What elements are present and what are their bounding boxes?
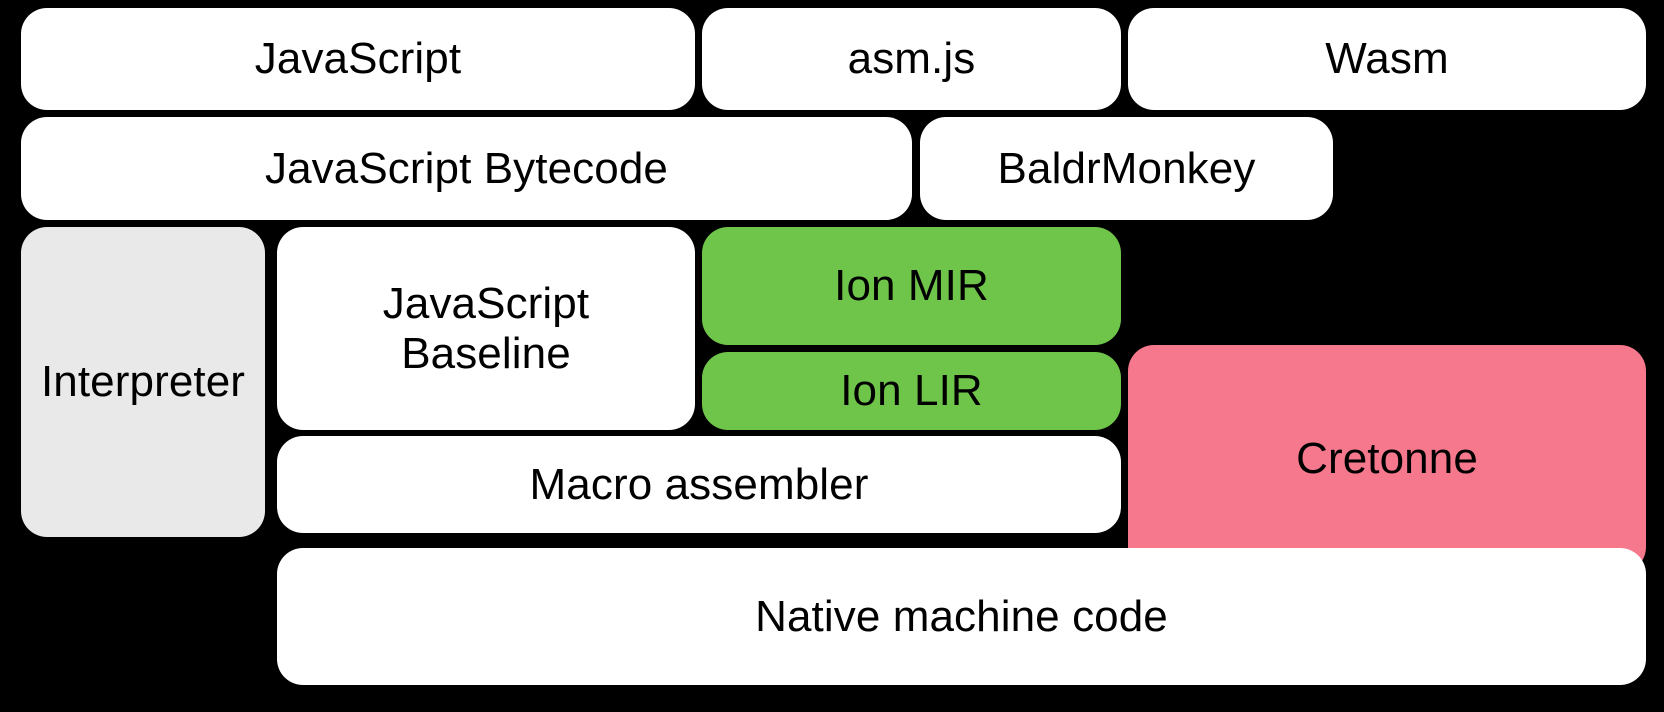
- node-asm-js: asm.js: [702, 8, 1121, 110]
- node-baldrmonkey: BaldrMonkey: [920, 117, 1333, 220]
- node-cretonne: Cretonne: [1128, 345, 1646, 573]
- node-javascript-bytecode: JavaScript Bytecode: [21, 117, 912, 220]
- node-native-machine-code: Native machine code: [277, 548, 1646, 685]
- node-javascript: JavaScript: [21, 8, 695, 110]
- node-ion-mir: Ion MIR: [702, 227, 1121, 345]
- node-wasm: Wasm: [1128, 8, 1646, 110]
- node-interpreter: Interpreter: [21, 227, 265, 537]
- node-ion-lir: Ion LIR: [702, 352, 1121, 430]
- node-macro-assembler: Macro assembler: [277, 436, 1121, 533]
- node-javascript-baseline: JavaScript Baseline: [277, 227, 695, 430]
